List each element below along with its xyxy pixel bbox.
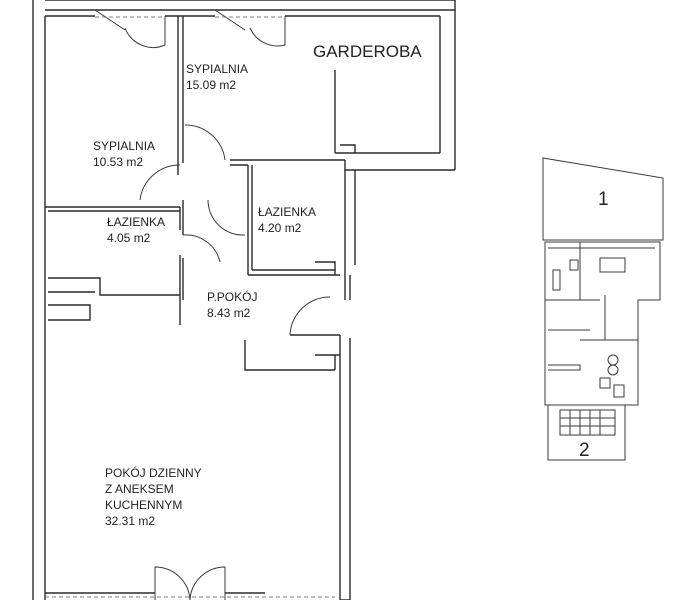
room-area-bathroom-left: 4.05 m2 (107, 231, 151, 245)
doors (45, 9, 335, 600)
room-label-living-2: Z ANEKSEM (105, 482, 174, 496)
room-label-bedroom-small: SYPIALNIA (93, 139, 155, 153)
room-label-living-3: KUCHENNYM (105, 498, 182, 512)
key-plan-label-2: 2 (579, 440, 590, 461)
room-area-bedroom-small: 10.53 m2 (93, 155, 143, 169)
room-label-bathroom-left: ŁAZIENKA (107, 215, 165, 229)
room-label-bathroom-right: ŁAZIENKA (258, 205, 316, 219)
room-area-bedroom-large: 15.09 m2 (186, 78, 236, 92)
room-label-hall: P.POKÓJ (207, 289, 257, 304)
room-area-living: 32.31 m2 (105, 514, 155, 528)
room-label-garderoba: GARDEROBA (313, 42, 422, 61)
walls (32, 0, 456, 600)
key-plan: 1 2 (542, 157, 664, 461)
room-label-living-1: POKÓJ DZIENNY (105, 465, 202, 480)
room-label-bedroom-large: SYPIALNIA (186, 62, 248, 76)
room-area-bathroom-right: 4.20 m2 (258, 221, 302, 235)
key-plan-label-1: 1 (598, 189, 609, 210)
room-area-hall: 8.43 m2 (207, 306, 251, 320)
